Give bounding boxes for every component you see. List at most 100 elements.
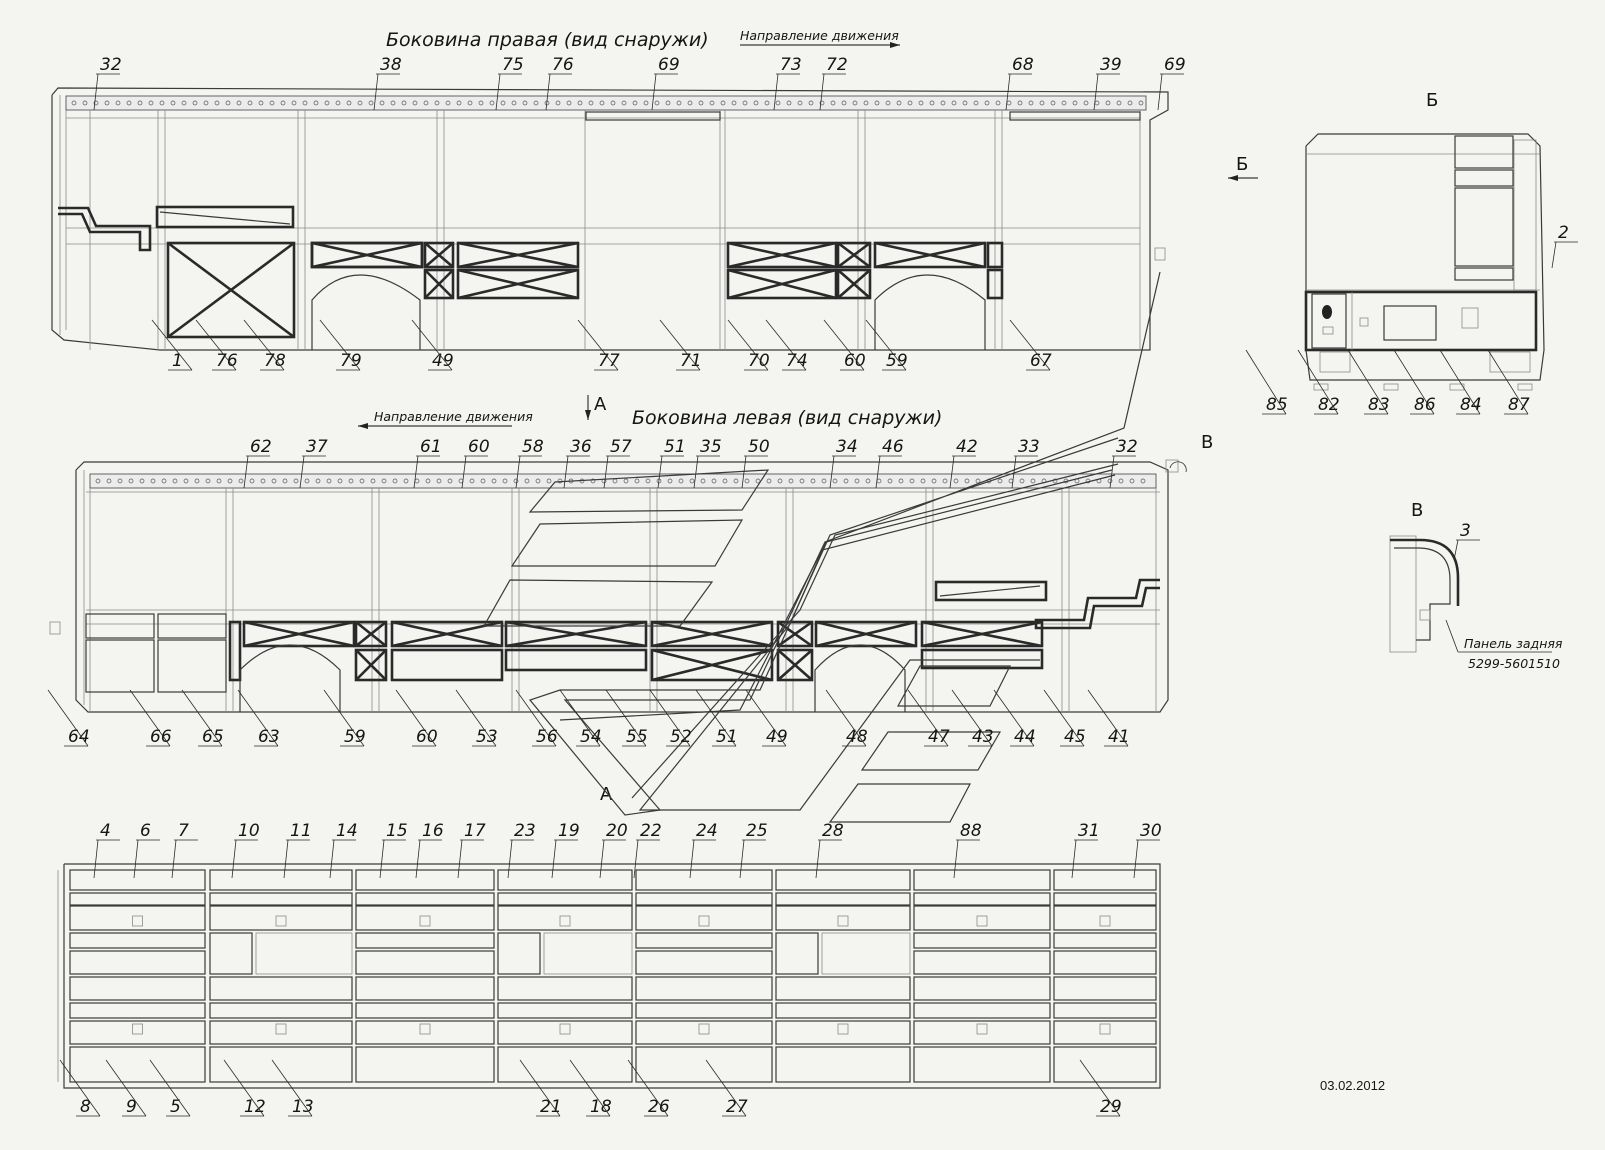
callout-label: 48 — [846, 727, 868, 747]
callout-57: 57 — [603, 437, 632, 489]
callout-label: 70 — [748, 351, 770, 371]
direction-label-left: Направление движения — [374, 409, 533, 424]
callout-label: 85 — [1266, 395, 1288, 415]
callout-label: 63 — [258, 727, 280, 747]
callout-51: 51 — [657, 437, 686, 489]
callout-60: 60 — [461, 437, 490, 489]
callout-label: 60 — [468, 437, 490, 457]
callout-label: 26 — [648, 1097, 670, 1117]
projection-overlay — [482, 271, 1161, 823]
callout-label: 60 — [416, 727, 438, 747]
callout-20: 20 — [599, 821, 628, 879]
callout-71: 71 — [659, 319, 702, 371]
callout-label: 55 — [626, 727, 648, 747]
callout-label: 4 — [100, 821, 111, 841]
callout-25: 25 — [739, 821, 768, 879]
callout-68: 68 — [1005, 55, 1034, 111]
callout-43: 43 — [951, 689, 994, 747]
callout-label: 41 — [1108, 727, 1130, 747]
callout-56: 56 — [515, 689, 558, 747]
right-side-frame — [51, 87, 1169, 351]
callout-60: 60 — [395, 689, 438, 747]
callout-15: 15 — [379, 821, 408, 879]
callout-label: 51 — [664, 437, 686, 457]
direction-label-right: Направление движения — [740, 28, 899, 43]
callout-label: 51 — [716, 727, 738, 747]
callout-label: 57 — [610, 437, 632, 457]
callout-75: 75 — [495, 55, 524, 111]
callout-34: 34 — [829, 437, 858, 489]
callout-51: 51 — [695, 689, 738, 747]
direction-arrowhead-right — [890, 42, 900, 48]
callout-label: 15 — [386, 821, 408, 841]
callout-63: 63 — [237, 689, 280, 747]
callout-label: 79 — [340, 351, 362, 371]
callout-54: 54 — [559, 689, 602, 747]
callout-44: 44 — [993, 689, 1036, 747]
callout-label: 59 — [886, 351, 908, 371]
callout-49: 49 — [745, 689, 788, 747]
callout-label: 25 — [746, 821, 768, 841]
callout-85: 85 — [1245, 349, 1288, 415]
callout-label: 52 — [670, 727, 692, 747]
callout-label: 34 — [836, 437, 858, 457]
callout-8: 8 — [59, 1059, 101, 1117]
callout-label: 22 — [640, 821, 662, 841]
callout-label: 56 — [536, 727, 558, 747]
view-v-mark: В — [1201, 432, 1213, 453]
callout-30: 30 — [1133, 821, 1162, 879]
callout-label: 30 — [1140, 821, 1162, 841]
callout-76: 76 — [545, 55, 574, 111]
callout-60: 60 — [823, 319, 866, 371]
callout-87: 87 — [1487, 349, 1530, 415]
callout-label: 75 — [502, 55, 524, 75]
callout-label: 10 — [238, 821, 260, 841]
callout-label: 69 — [658, 55, 680, 75]
callout-17: 17 — [457, 821, 486, 879]
view-v-heading: В — [1411, 500, 1423, 521]
callout-label: 28 — [822, 821, 844, 841]
callout-69: 69 — [651, 55, 680, 111]
callout-62: 62 — [243, 437, 272, 489]
section-arrowhead-a-top — [585, 410, 591, 420]
callout-49: 49 — [411, 319, 454, 371]
view-b-heading: Б — [1426, 90, 1438, 111]
callout-84: 84 — [1439, 349, 1482, 415]
callout-label: 38 — [380, 55, 402, 75]
callout-label: 9 — [126, 1097, 137, 1117]
callout-22: 22 — [633, 821, 662, 879]
drawing-date: 03.02.2012 — [1320, 1078, 1385, 1093]
callout-10: 10 — [231, 821, 260, 879]
callout-13: 13 — [271, 1059, 314, 1117]
right-side-title: Боковина правая (вид снаружи) — [386, 29, 709, 51]
callout-label: 3 — [1460, 521, 1471, 541]
callout-55: 55 — [605, 689, 648, 747]
callout-2: 2 — [1551, 223, 1578, 269]
rear-panel-profile — [1389, 535, 1460, 653]
callout-label: 21 — [540, 1097, 562, 1117]
callout-label: 23 — [514, 821, 536, 841]
callout-label: 18 — [590, 1097, 612, 1117]
callout-1: 1 — [151, 319, 193, 371]
callout-38: 38 — [373, 55, 402, 111]
left-side-title: Боковина левая (вид снаружи) — [632, 407, 942, 429]
callout-31: 31 — [1071, 821, 1100, 879]
callout-79: 79 — [319, 319, 362, 371]
callout-69: 69 — [1157, 55, 1186, 111]
callout-label: 2 — [1558, 223, 1569, 243]
callout-label: 50 — [748, 437, 770, 457]
callout-9: 9 — [105, 1059, 147, 1117]
callout-label: 59 — [344, 727, 366, 747]
rear-panel-note: Панель задняя 5299-5601510 — [1445, 619, 1563, 671]
callout-label: 72 — [826, 55, 848, 75]
callout-label: 27 — [726, 1097, 748, 1117]
callout-36: 36 — [563, 437, 592, 489]
view-v-circle — [1169, 461, 1187, 473]
callout-label: 65 — [202, 727, 224, 747]
callout-label: 83 — [1368, 395, 1390, 415]
callout-19: 19 — [551, 821, 580, 879]
callout-11: 11 — [283, 821, 312, 879]
callout-label: 36 — [570, 437, 592, 457]
callout-32: 32 — [1109, 437, 1138, 489]
